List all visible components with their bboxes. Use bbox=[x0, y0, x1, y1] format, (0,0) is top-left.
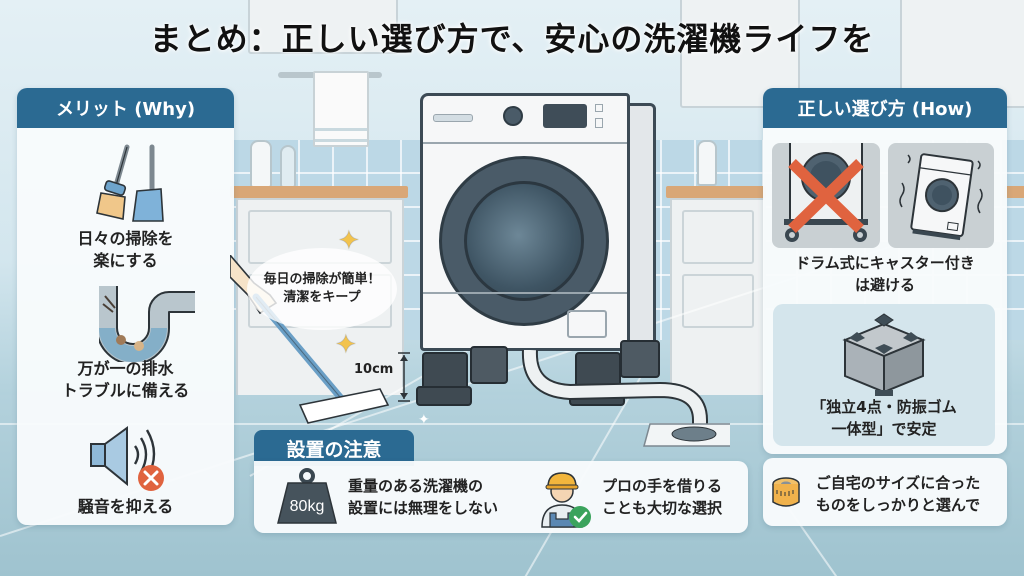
how-panel: 正しい選び方 (How) bbox=[763, 88, 1007, 454]
caster-washer-crossed-icon bbox=[784, 143, 868, 242]
how-item-2-label: 「独立4点・防振ゴム 一体型」で安定 bbox=[811, 398, 957, 438]
caution-item-2-text: プロの手を借りる ことも大切な選択 bbox=[602, 477, 723, 517]
height-arrow-icon bbox=[398, 352, 410, 402]
merit-item-2-label: 万が一の排水 トラブルに備える bbox=[61, 359, 190, 400]
washer-side bbox=[626, 103, 656, 351]
towel bbox=[313, 71, 369, 147]
tape-measure-icon bbox=[772, 477, 800, 507]
counter-top-left bbox=[230, 186, 408, 198]
how-panel-size-card: ご自宅のサイズに合った ものをしっかりと選んで bbox=[763, 458, 1007, 526]
rubber-block-icon bbox=[842, 313, 926, 396]
svg-text:80kg: 80kg bbox=[290, 498, 325, 515]
height-label: 10cm bbox=[354, 362, 394, 377]
caution-panel-header: 設置の注意 bbox=[254, 430, 414, 466]
speaker-mute-icon bbox=[90, 426, 164, 491]
drain-hose-icon bbox=[521, 350, 730, 447]
upper-cabinet-left bbox=[248, 0, 398, 54]
how-panel-header: 正しい選び方 (How) bbox=[763, 88, 1007, 128]
counter-top-right bbox=[666, 186, 766, 198]
soap-bottle-icon bbox=[697, 140, 717, 186]
washing-machine-icon bbox=[420, 93, 630, 351]
merit-item-3-label: 騒音を抑える bbox=[77, 497, 174, 516]
shaking-washer-tile bbox=[888, 143, 994, 248]
page-title: まとめ：正しい選び方で、安心の洗濯機ライフを bbox=[149, 20, 875, 58]
caster-washer-tile bbox=[772, 143, 880, 248]
anti-vibration-foot bbox=[422, 352, 468, 390]
caution-item-1-text: 重量のある洗濯機の 設置には無理をしない bbox=[348, 477, 499, 517]
shaking-washer-icon bbox=[899, 153, 983, 241]
bottle-icon bbox=[250, 140, 272, 188]
worker-icon bbox=[541, 472, 591, 528]
drain-pipe-icon bbox=[99, 286, 195, 362]
how-item-3-label: ご自宅のサイズに合った ものをしっかりと選んで bbox=[815, 474, 981, 514]
rubber-block-tile: 「独立4点・防振ゴム 一体型」で安定 bbox=[773, 304, 995, 446]
washer-door bbox=[439, 156, 609, 326]
broom-dustpan-icon bbox=[96, 144, 164, 222]
filter-cover bbox=[567, 310, 607, 338]
merit-panel: メリット (Why) 日々の掃除を 楽にする 万が一の排水 トラブルに備える 騒… bbox=[17, 88, 234, 525]
merit-item-1-label: 日々の掃除を 楽にする bbox=[77, 229, 174, 270]
speech-bubble: 毎日の掃除が簡単！ 清潔をキープ bbox=[247, 248, 397, 330]
weight-icon: 80kg bbox=[277, 468, 337, 524]
how-item-1-label: ドラム式にキャスター付き は避ける bbox=[795, 254, 975, 294]
sparkle-icon: ✦ bbox=[418, 412, 430, 428]
merit-panel-header: メリット (Why) bbox=[17, 88, 234, 128]
caution-panel: 80kg 重量のある洗濯機の 設置には無理をしない プロの手を借りる ことも大切… bbox=[254, 461, 748, 533]
sparkle-icon: ✦ bbox=[335, 330, 357, 360]
bottle-icon bbox=[280, 145, 296, 188]
sparkle-icon: ✦ bbox=[338, 226, 360, 256]
